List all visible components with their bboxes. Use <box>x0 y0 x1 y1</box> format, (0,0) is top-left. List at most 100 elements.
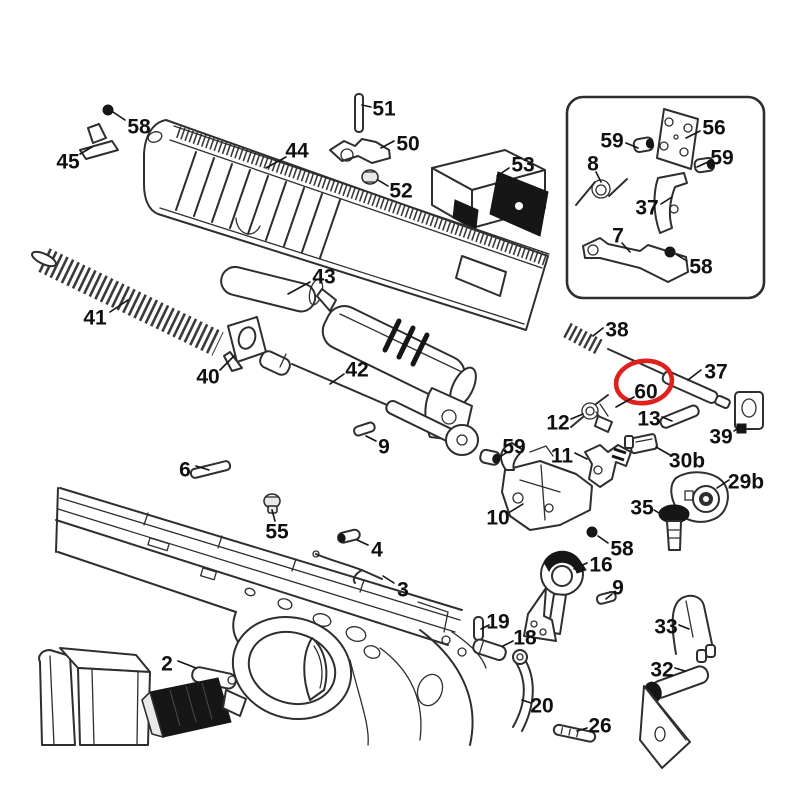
inset-layer <box>565 95 766 406</box>
inset-parts <box>575 108 715 283</box>
leader-line-59 <box>696 161 709 168</box>
leader-line-59 <box>497 452 507 459</box>
detent-ball-mid <box>586 526 598 538</box>
leader-line-44 <box>265 156 287 169</box>
part-mag-catch-2 <box>141 666 247 739</box>
part-label-58: 58 <box>689 256 713 279</box>
part-label-30b: 30b <box>669 450 705 473</box>
part-sear-11 <box>584 444 632 488</box>
leader-line-41 <box>109 299 129 313</box>
leader-line-10 <box>509 503 524 513</box>
part-bushing-40 <box>223 316 267 372</box>
part-roll-pin-59a <box>632 136 655 154</box>
part-label-6: 6 <box>179 459 191 482</box>
part-label-11: 11 <box>551 445 574 468</box>
part-label-42: 42 <box>345 359 368 382</box>
leader-line-13 <box>661 416 673 422</box>
detent-ball-inset <box>664 246 676 258</box>
leader-line-59 <box>625 142 639 149</box>
part-front-sight <box>79 123 119 160</box>
part-plunger-4 <box>337 528 361 544</box>
leader-line-19 <box>480 624 490 630</box>
part-label-29b: 29b <box>728 471 764 494</box>
part-rear-sight <box>431 149 549 237</box>
leader-line-8 <box>595 171 602 183</box>
part-label-55: 55 <box>265 521 289 544</box>
part-lever-7 <box>582 237 689 283</box>
part-recoil-spring <box>31 248 224 356</box>
leader-line-51 <box>361 104 372 108</box>
part-label-44: 44 <box>285 140 309 163</box>
part-label-59: 59 <box>600 130 623 153</box>
part-roll-pin-59b <box>693 157 715 174</box>
leader-line-45 <box>79 146 93 155</box>
part-label-58: 58 <box>127 116 151 139</box>
inset-box-border <box>565 95 766 300</box>
part-label-3: 3 <box>397 579 409 602</box>
part-magazine <box>38 647 151 746</box>
part-label-41: 41 <box>83 307 107 330</box>
part-label-10: 10 <box>486 507 509 530</box>
part-label-50: 50 <box>396 133 419 156</box>
leader-line-58 <box>597 535 609 544</box>
part-label-39: 39 <box>709 426 732 449</box>
part-hammer-16 <box>523 550 587 642</box>
part-label-26: 26 <box>588 715 611 738</box>
part-pin-51 <box>354 93 364 133</box>
part-frame <box>55 487 487 746</box>
part-pin-6 <box>189 460 232 479</box>
part-pin-13 <box>659 404 700 429</box>
leader-line-18 <box>502 640 514 647</box>
part-label-60: 60 <box>634 381 657 404</box>
part-label-59: 59 <box>710 147 733 170</box>
leader-line-26 <box>576 727 588 732</box>
part-label-56: 56 <box>702 117 725 140</box>
part-label-7: 7 <box>612 225 624 248</box>
leader-line-56 <box>685 130 701 139</box>
part-30b <box>624 433 658 455</box>
part-guide-rod <box>259 350 479 456</box>
leader-line-33 <box>678 624 690 630</box>
part-label-32: 32 <box>650 659 673 682</box>
part-label-45: 45 <box>56 151 80 174</box>
part-housing-10 <box>500 442 593 531</box>
leader-line-9 <box>365 435 377 442</box>
highlight-circle-60 <box>613 358 675 406</box>
part-label-37: 37 <box>704 361 727 384</box>
part-label-8: 8 <box>587 153 599 176</box>
leader-line-20 <box>521 699 532 704</box>
part-label-18: 18 <box>513 627 537 650</box>
leader-line-2 <box>177 660 197 669</box>
leader-line-16 <box>573 562 588 570</box>
leader-line-52 <box>377 179 389 187</box>
leader-line-60 <box>615 396 635 408</box>
leader-line-38 <box>592 327 604 337</box>
detent-ball-top <box>102 104 114 116</box>
part-label-2: 2 <box>161 653 173 676</box>
part-bracket-37a <box>653 172 688 234</box>
part-spring-38 <box>563 322 603 355</box>
part-plug-52 <box>361 169 379 185</box>
part-label-12: 12 <box>546 412 569 435</box>
part-roll-pin-59c <box>479 448 501 466</box>
leader-line-9 <box>605 593 613 600</box>
leader-line-37 <box>687 369 702 381</box>
part-label-9: 9 <box>378 436 390 459</box>
part-label-20: 20 <box>530 695 553 718</box>
leader-line-30b <box>655 446 671 456</box>
part-label-16: 16 <box>589 554 612 577</box>
part-lever-50 <box>329 138 391 164</box>
part-label-40: 40 <box>196 366 219 389</box>
leader-line-58 <box>676 254 688 262</box>
part-label-52: 52 <box>389 180 412 203</box>
leader-line-7 <box>621 242 631 253</box>
part-label-4: 4 <box>371 539 383 562</box>
part-label-19: 19 <box>486 611 509 634</box>
part-grip-panel <box>639 685 691 769</box>
leader-line-55 <box>271 509 276 522</box>
leader-line-53 <box>496 167 510 177</box>
leader-line-29b <box>716 479 730 489</box>
